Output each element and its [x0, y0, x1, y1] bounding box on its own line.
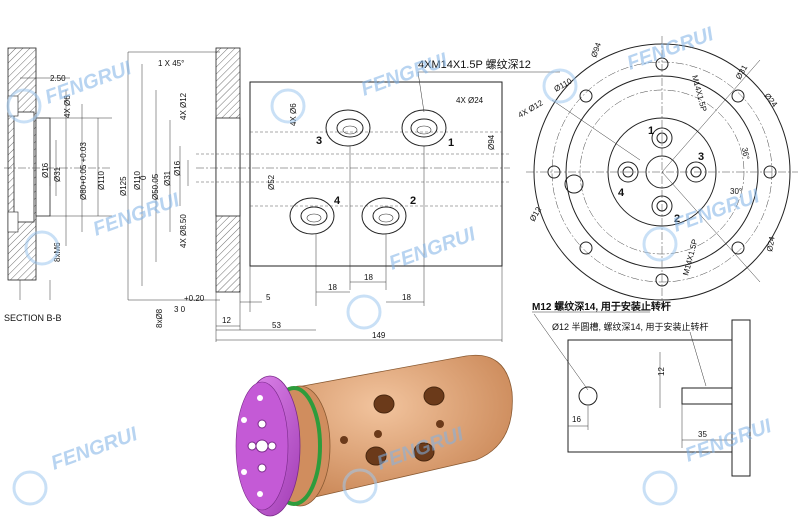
dim-d52: Ø52	[267, 174, 276, 190]
watermark-4: FENGRUI	[90, 189, 183, 241]
dim-2-50: 2.50	[50, 74, 66, 83]
dim-149: 149	[372, 331, 386, 340]
watermark-1: FENGRUI	[42, 57, 135, 109]
dim-5: 5	[266, 293, 271, 302]
port-2	[361, 197, 407, 235]
dim-18-b: 18	[364, 273, 373, 282]
end-dim-d24-b: Ø24	[765, 235, 777, 252]
dim-d31-main: Ø31	[163, 170, 172, 186]
chamfer-note: 1 X 45°	[158, 59, 184, 68]
thread-note: 4XM14X1.5P 螺纹深12	[418, 57, 531, 71]
end-port-label-4: 4	[618, 187, 625, 199]
main-port-label-1: 1	[448, 137, 454, 149]
render-body	[291, 354, 513, 501]
port-4	[289, 197, 335, 235]
tol-plus: +0.20	[184, 294, 205, 303]
end-dim-4x12: 4X Ø12	[517, 98, 545, 120]
watermark-6: FENGRUI	[670, 185, 763, 237]
end-port-label-2: 2	[674, 213, 680, 225]
detail-slot	[681, 387, 733, 405]
end-angle-36: 36°	[740, 147, 751, 160]
render-ports	[340, 386, 445, 466]
section-label: SECTION B-B	[4, 313, 62, 323]
end-view: 1 3 2 4 Ø94 Ø110 4X Ø12 Ø31 Ø24 M14X1.5P…	[517, 36, 798, 306]
section-view: 2.50 4X Ø6 Ø16 Ø31 Ø80+0.05 +0.03 Ø110 8…	[4, 47, 112, 323]
detail-dim-35: 35	[698, 430, 707, 439]
dim-4x6-main: 4X Ø6	[289, 103, 298, 126]
dim-4x6: 4X Ø6	[63, 95, 72, 118]
main-port-label-4: 4	[334, 195, 341, 207]
dim-4x850: 4X Ø8.50	[179, 214, 188, 248]
dim-4x12: 4X Ø12	[179, 92, 188, 120]
tol-zero: 3 0	[174, 305, 186, 314]
dim-zero: 0	[139, 175, 148, 180]
dim-d80: Ø80+0.05 +0.03	[79, 142, 88, 200]
dim-d16-main: Ø16	[173, 160, 182, 176]
main-port-label-2: 2	[410, 195, 416, 207]
dim-d110-main: Ø110	[133, 170, 142, 190]
watermark-9: FENGRUI	[682, 415, 775, 467]
dim-d94: Ø94	[487, 134, 496, 150]
dim-18-c: 18	[402, 293, 411, 302]
end-dim-m14-a: M14X1.5P	[690, 74, 708, 112]
watermark-2: FENGRUI	[358, 49, 451, 101]
watermark-3: FENGRUI	[624, 23, 717, 75]
rotor-body-outline	[249, 81, 503, 267]
end-port-label-3: 3	[698, 151, 704, 163]
end-port-label-1: 1	[648, 125, 654, 137]
end-bolt-holes	[547, 57, 777, 287]
detail-flange-outline	[731, 319, 751, 477]
3d-render	[235, 354, 513, 517]
end-dim-m14-b: M14X1.5P	[681, 238, 699, 276]
watermark-7: FENGRUI	[48, 423, 141, 475]
dim-d110: Ø110	[97, 170, 106, 190]
watermark-5: FENGRUI	[386, 223, 479, 275]
dim-18-a: 18	[328, 283, 337, 292]
port-3	[325, 109, 371, 147]
main-view: Ø125 Ø110 0 Ø50.05 Ø31 Ø16 4X Ø12 4X Ø8.…	[119, 47, 560, 342]
detail-note-2: Ø12 半圆槽, 螺纹深14, 用于安装止转杆	[552, 321, 709, 332]
dim-d16: Ø16	[41, 162, 50, 178]
detail-note-1: M12 螺纹深14, 用于安装止转杆	[532, 300, 671, 313]
main-port-label-3: 3	[316, 135, 322, 147]
end-angle-30: 30°	[730, 187, 742, 196]
end-dim-d94: Ø94	[589, 41, 603, 59]
detail-body-outline	[567, 339, 733, 453]
dim-4x24: 4X Ø24	[456, 96, 484, 105]
dim-d50: Ø50.05	[151, 173, 160, 200]
end-dim-d24: Ø24	[762, 92, 779, 110]
detail-dim-12: 12	[657, 367, 666, 376]
dim-12: 12	[222, 316, 231, 325]
detail-view: M12 螺纹深14, 用于安装止转杆 Ø12 半圆槽, 螺纹深14, 用于安装止…	[532, 300, 751, 477]
dim-d125: Ø125	[119, 176, 128, 196]
detail-hole	[578, 386, 598, 406]
end-dim-d31: Ø31	[734, 63, 750, 81]
dim-8xd8: 8xØ8	[155, 308, 164, 328]
end-port-holes	[564, 127, 707, 217]
dim-53: 53	[272, 321, 281, 330]
port-1	[401, 109, 447, 147]
dim-d31: Ø31	[53, 166, 62, 182]
detail-dim-16: 16	[572, 415, 581, 424]
